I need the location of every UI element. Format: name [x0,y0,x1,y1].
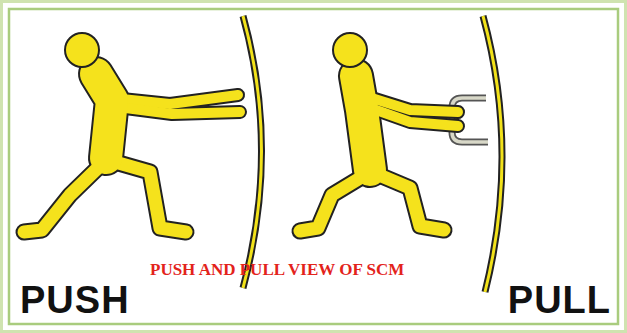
leg [372,172,444,230]
torso [356,76,370,170]
head [333,33,367,67]
leg [24,160,106,232]
leg [24,160,106,232]
pull-figure [300,76,458,231]
inner-frame [9,9,618,324]
torso [96,74,112,158]
caption-title: PUSH AND PULL VIEW OF SCM [150,260,404,280]
wall [243,16,262,288]
push-figure [24,74,240,232]
torso [96,74,112,158]
pull-label: PULL [508,279,611,322]
leg [108,160,186,232]
head [65,33,99,67]
torso [356,76,370,170]
arm [112,95,238,104]
leg [108,160,186,232]
arm [112,95,238,104]
arm [110,106,240,114]
leg [372,172,444,230]
wall-outline [243,16,262,288]
pull-figure-outline [300,76,458,231]
push-figure-outline [24,74,240,232]
push-label: PUSH [20,279,130,322]
wall-outline [483,16,502,292]
wall [483,16,502,292]
